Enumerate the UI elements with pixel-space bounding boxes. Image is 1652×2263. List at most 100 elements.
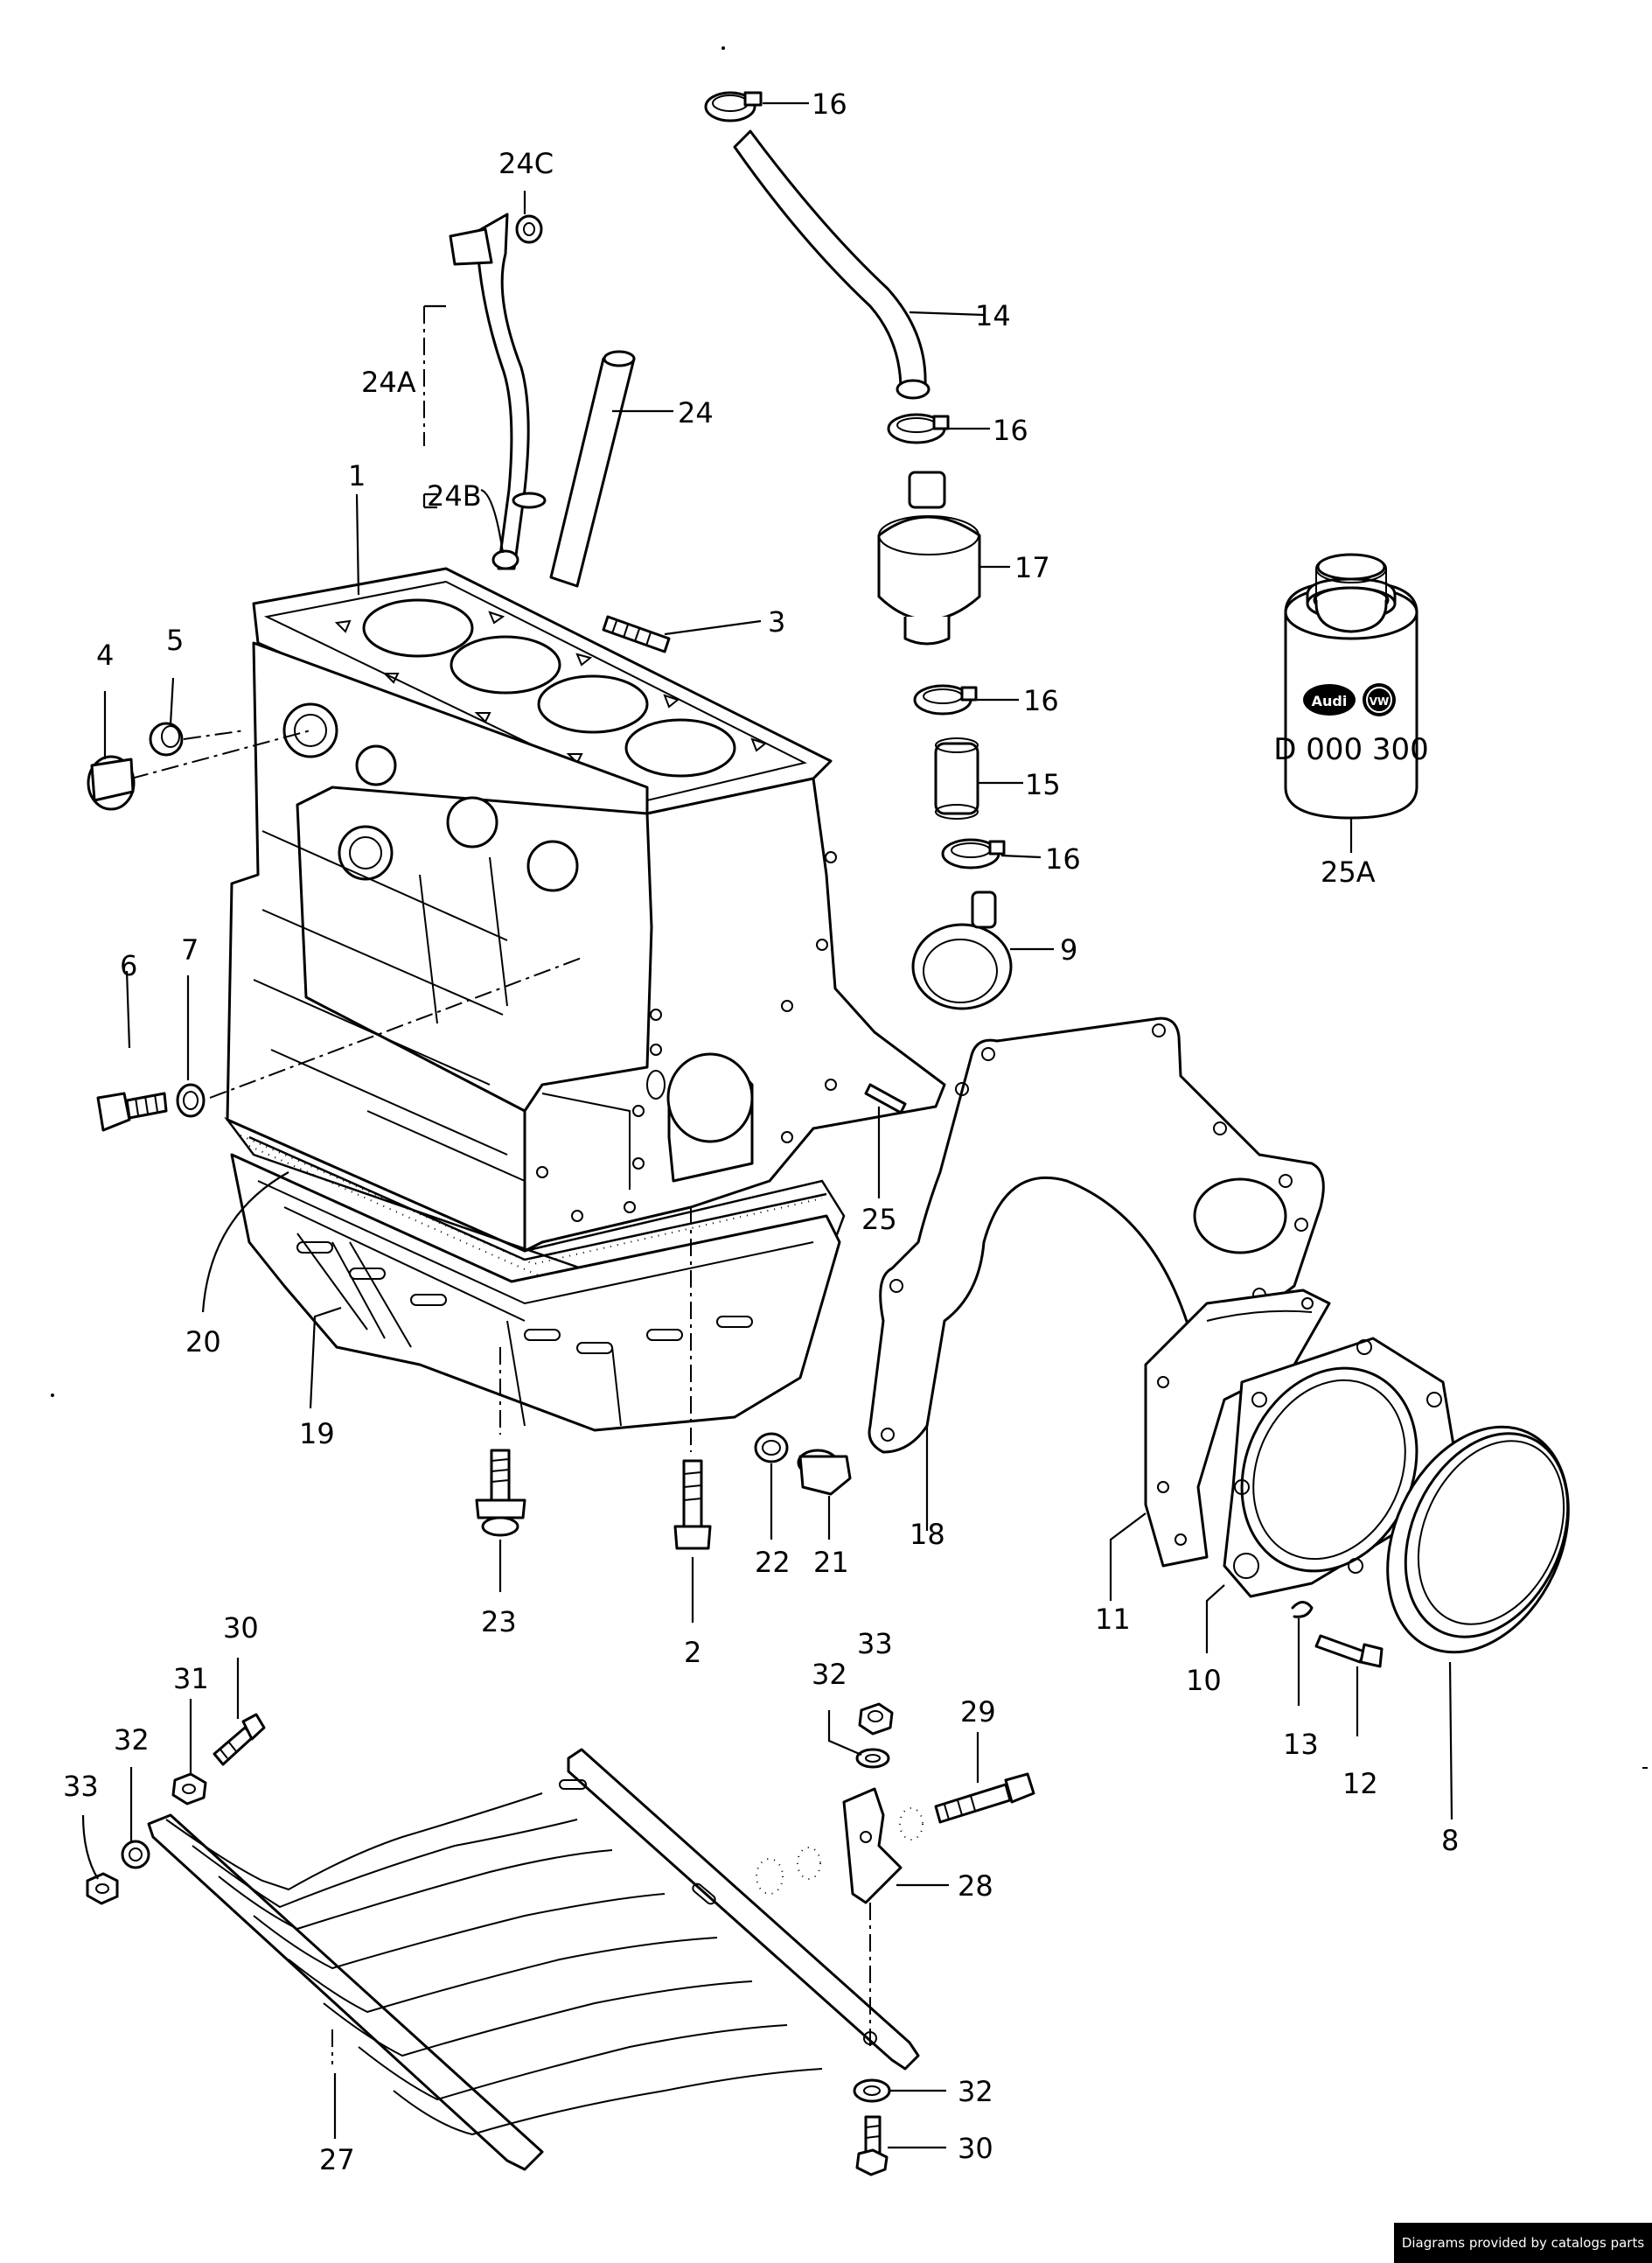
dipstick-o-ring-part[interactable] xyxy=(491,549,519,570)
stud-part[interactable] xyxy=(602,615,671,653)
callout-12: 12 xyxy=(1342,1767,1378,1800)
dipstick-tube-part[interactable] xyxy=(449,213,547,570)
dipstick-assembly xyxy=(422,213,636,588)
svg-text:VW: VW xyxy=(1370,695,1390,708)
callout-24: 24 xyxy=(678,396,714,430)
callout-33: 33 xyxy=(63,1770,99,1803)
drain-plug-part[interactable] xyxy=(797,1449,852,1496)
callout-20: 20 xyxy=(185,1325,221,1358)
oil-pan-part[interactable] xyxy=(230,1153,841,1432)
callout-11: 11 xyxy=(1095,1603,1131,1636)
callout-5: 5 xyxy=(166,624,184,657)
vw-logo: VW xyxy=(1363,683,1396,716)
callout-9: 9 xyxy=(1060,933,1077,967)
short-hose-part[interactable] xyxy=(934,737,979,820)
callout-32: 32 xyxy=(114,1723,150,1757)
callout-4: 4 xyxy=(96,639,114,672)
callout-labels: 16 14 24C 24A 24 24B 1 3 16 17 16 15 16 … xyxy=(63,87,1459,2176)
oil-pan-gasket-part[interactable] xyxy=(224,1116,846,1305)
hose-clamp-lower-part[interactable] xyxy=(941,838,1006,870)
scan-specks xyxy=(51,46,1648,1769)
callout-28: 28 xyxy=(958,1869,993,1903)
breather-assembly xyxy=(704,91,1013,1010)
audi-logo: Audi xyxy=(1303,684,1356,716)
credit-text: Diagrams provided by catalogs parts xyxy=(1401,2235,1645,2251)
dipstick-part[interactable] xyxy=(549,350,636,588)
tray-nut-right-part[interactable] xyxy=(858,1702,894,1736)
tray-bracket-part[interactable] xyxy=(842,1787,903,1904)
callout-7: 7 xyxy=(181,933,199,967)
credit-banner: Diagrams provided by catalogs parts xyxy=(1394,2223,1652,2263)
windage-tray-part[interactable] xyxy=(147,1748,920,2171)
callout-16: 16 xyxy=(1023,684,1059,717)
seal-flange-part[interactable] xyxy=(1209,1337,1458,1600)
intermediate-plate-part[interactable] xyxy=(868,1016,1325,1454)
flange-washer-part[interactable] xyxy=(1291,1601,1314,1618)
callout-24a: 24A xyxy=(361,366,416,399)
oil-can-part[interactable]: Audi VW D 000 300 xyxy=(1273,553,1429,820)
callout-32: 32 xyxy=(958,2075,993,2108)
bracket-bolt-part[interactable] xyxy=(934,1772,1035,1824)
callout-25a: 25A xyxy=(1321,856,1376,889)
callout-23: 23 xyxy=(481,1605,517,1638)
dowel-pin-part[interactable] xyxy=(864,1083,907,1114)
callout-1: 1 xyxy=(348,459,366,492)
callout-22: 22 xyxy=(755,1546,791,1579)
callout-14: 14 xyxy=(975,299,1011,332)
leader-lines xyxy=(81,101,1453,2149)
callout-6: 6 xyxy=(120,949,137,982)
callout-10: 10 xyxy=(1186,1664,1222,1697)
hose-clamp-upper-part[interactable] xyxy=(887,413,950,444)
oil-can-part-number: D 000 300 xyxy=(1273,732,1429,767)
breather-valve-part[interactable] xyxy=(877,471,981,646)
bracket-washers-part xyxy=(756,1807,924,1895)
callout-25: 25 xyxy=(861,1203,897,1236)
hose-clamp-top-part[interactable] xyxy=(704,91,763,122)
oil-pressure-bolt-part[interactable] xyxy=(96,1092,168,1132)
drain-plug-seal-part[interactable] xyxy=(754,1432,789,1463)
oil-pan-bolt-flange-part[interactable] xyxy=(475,1449,526,1537)
callout-13: 13 xyxy=(1283,1728,1319,1761)
crankshaft-seal-part[interactable] xyxy=(1353,1397,1603,1681)
callout-8: 8 xyxy=(1441,1824,1459,1857)
tray-washer-right-part[interactable] xyxy=(855,1748,890,1769)
breather-hose-part[interactable] xyxy=(733,129,927,392)
callout-29: 29 xyxy=(960,1695,996,1729)
callout-24b: 24B xyxy=(427,479,482,513)
engine-block-part[interactable] xyxy=(226,567,946,1253)
sealing-plug-small-part[interactable] xyxy=(149,722,184,757)
callout-17: 17 xyxy=(1014,551,1050,584)
sealing-plug-large-part[interactable] xyxy=(87,755,136,811)
flange-bolt-part[interactable] xyxy=(1314,1634,1384,1668)
callout-30: 30 xyxy=(223,1611,259,1645)
callout-3: 3 xyxy=(768,605,785,639)
tray-bolt-bottom-part[interactable] xyxy=(855,2115,889,2176)
tray-washer-bottom-part[interactable] xyxy=(853,2078,891,2103)
callout-16: 16 xyxy=(812,87,847,121)
flange-gasket-part[interactable] xyxy=(1144,1289,1331,1568)
tray-nut-left-upper-part[interactable] xyxy=(171,1772,207,1806)
callout-27: 27 xyxy=(319,2143,355,2176)
callout-15: 15 xyxy=(1025,768,1061,801)
callout-21: 21 xyxy=(813,1546,849,1579)
tray-nut-left-lower-part[interactable] xyxy=(86,1872,119,1905)
callout-32: 32 xyxy=(812,1658,847,1691)
callout-31: 31 xyxy=(173,1662,209,1695)
dipstick-seal-part[interactable] xyxy=(515,214,543,244)
callout-30: 30 xyxy=(958,2132,993,2165)
callout-24c: 24C xyxy=(498,147,554,180)
tray-bolt-left-part[interactable] xyxy=(213,1713,266,1766)
callout-16: 16 xyxy=(1045,842,1081,876)
sealing-ring-part[interactable] xyxy=(176,1083,206,1118)
callout-2: 2 xyxy=(684,1636,701,1669)
breather-connector-part[interactable] xyxy=(911,891,1013,1010)
tray-washer-left-part[interactable] xyxy=(121,1840,150,1869)
callout-16: 16 xyxy=(993,414,1028,447)
callout-19: 19 xyxy=(299,1417,335,1450)
hose-clamp-middle-part[interactable] xyxy=(913,684,978,716)
callout-33: 33 xyxy=(857,1627,893,1660)
oil-pan-bolt-part[interactable] xyxy=(673,1459,712,1550)
callout-18: 18 xyxy=(910,1518,945,1551)
svg-text:Audi: Audi xyxy=(1312,693,1348,709)
